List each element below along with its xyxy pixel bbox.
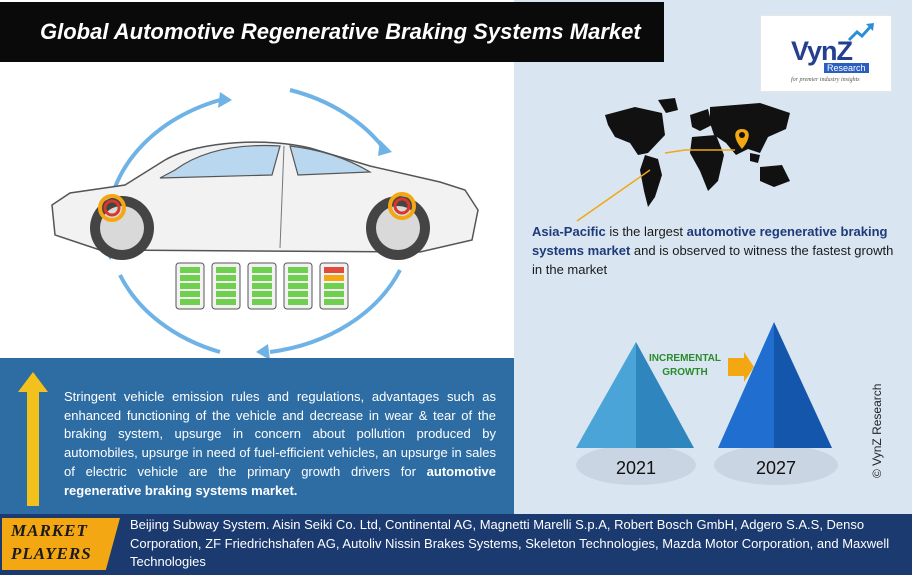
car-illustration — [51, 88, 479, 360]
market-players-list: Beijing Subway System. Aisin Seiki Co. L… — [130, 517, 890, 569]
drivers-panel — [0, 358, 514, 514]
page-title: Global Automotive Regenerative Braking S… — [40, 19, 641, 44]
pointer-line — [576, 149, 735, 222]
growth-arrow-icon — [847, 23, 874, 42]
market-players-label: MARKET PLAYERS — [2, 518, 120, 570]
world-map — [605, 98, 790, 207]
growth-arrow — [728, 352, 754, 382]
market-name: automotive regenerative braking systems … — [532, 224, 888, 258]
incremental-label-line2: GROWTH — [662, 367, 708, 378]
copyright-note: © VynZ Research — [870, 383, 884, 478]
players-label-line2: PLAYERS — [11, 544, 92, 563]
statement-part-2: and is observed to witness the fastest g… — [532, 243, 894, 277]
growth-drivers-text: Stringent vehicle emission rules and reg… — [64, 388, 496, 500]
market-players-bar — [0, 514, 912, 575]
logo-tag: Research — [824, 63, 869, 73]
pyramid-2027 — [718, 322, 832, 448]
growth-pyramids — [576, 322, 838, 485]
statement-part-1: is the largest — [605, 224, 687, 239]
drivers-text: Stringent vehicle emission rules and reg… — [64, 389, 496, 479]
up-arrow-icon — [18, 372, 48, 506]
incremental-growth-label: INCREMENTAL GROWTH — [644, 352, 726, 380]
drivers-highlight: automotive regenerative braking systems … — [64, 463, 496, 498]
location-pin-icon — [735, 129, 749, 149]
region-name: Asia-Pacific — [532, 224, 606, 239]
players-label-line1: MARKET — [11, 521, 88, 540]
logo-tagline: for premier industry insights — [791, 77, 860, 83]
vynz-logo: VynZ Research for premier industry insig… — [760, 15, 892, 92]
year-2021-label: 2021 — [616, 458, 657, 478]
asia-pacific-statement: Asia-Pacific is the largest automotive r… — [532, 222, 904, 279]
rear-wheel — [366, 192, 430, 260]
incremental-label-line1: INCREMENTAL — [648, 353, 722, 364]
logo-name: VynZ — [791, 36, 853, 66]
front-wheel — [90, 194, 154, 260]
pyramid-2021 — [576, 342, 694, 448]
title-bar: Global Automotive Regenerative Braking S… — [0, 2, 664, 62]
battery-icons — [175, 262, 349, 310]
year-2027-label: 2027 — [756, 458, 797, 478]
